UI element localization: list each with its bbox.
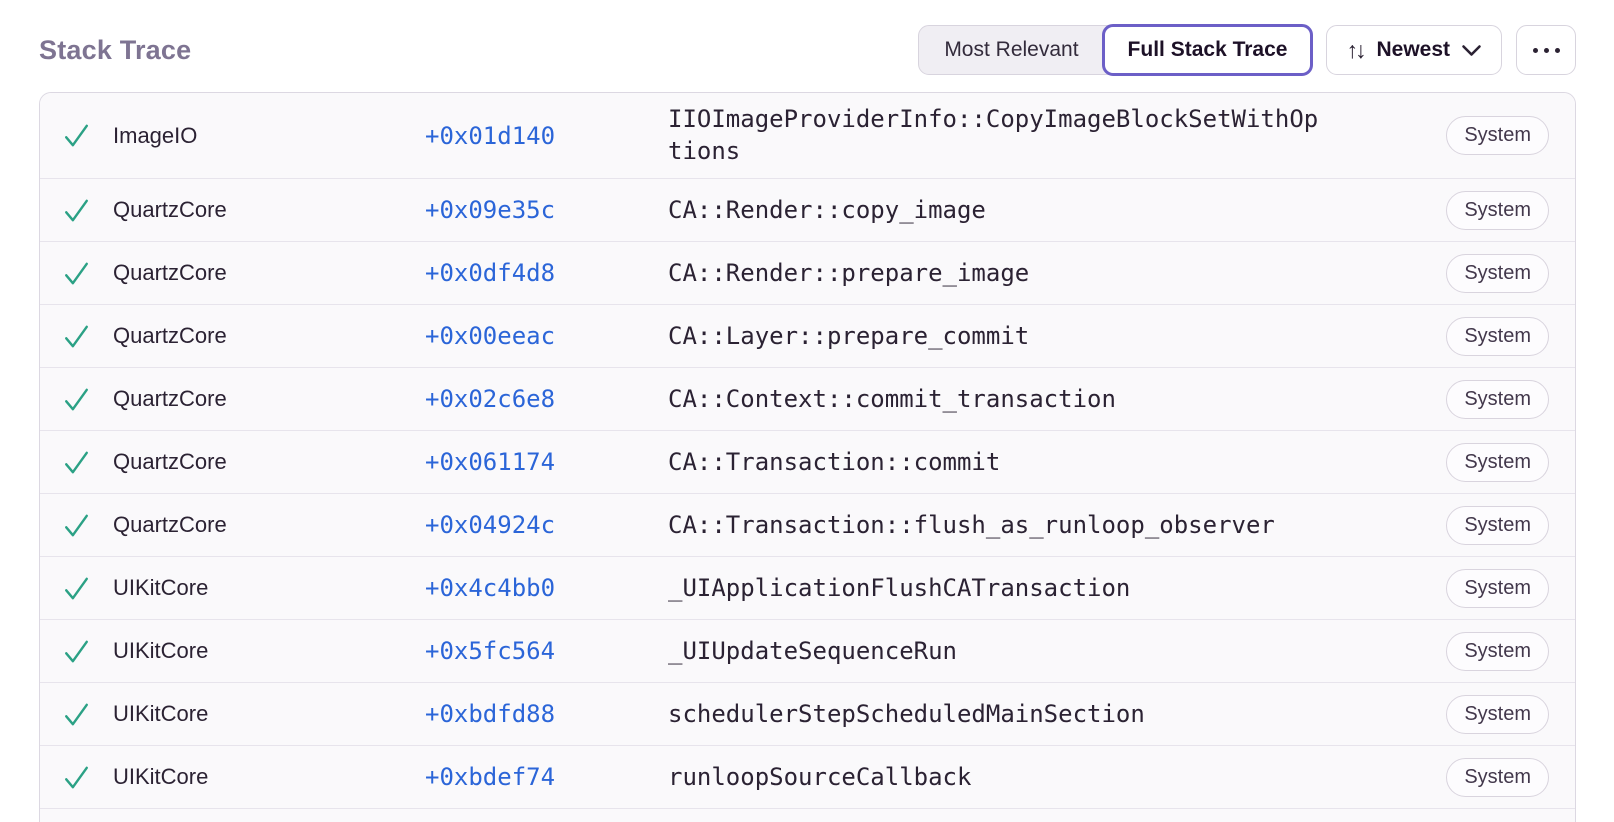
check-icon bbox=[62, 322, 113, 351]
sort-arrows-icon: ↑↓ bbox=[1346, 36, 1366, 63]
frame-address-link[interactable]: +0x00eeac bbox=[425, 322, 556, 351]
check-icon bbox=[62, 763, 113, 792]
stack-frame-row[interactable]: UIKitCore +0xbdfd88 schedulerStepSchedul… bbox=[40, 682, 1575, 746]
ellipsis-icon bbox=[1532, 47, 1538, 53]
check-icon bbox=[62, 574, 113, 603]
frame-function: CA::Transaction::commit bbox=[668, 447, 1001, 476]
next-row-clipped bbox=[40, 808, 1575, 822]
frame-function: CA::Render::copy_image bbox=[668, 195, 986, 224]
frame-address-link[interactable]: +0x09e35c bbox=[425, 196, 556, 225]
stack-frame-row[interactable]: QuartzCore +0x02c6e8 CA::Context::commit… bbox=[40, 367, 1575, 431]
frame-module: UIKitCore bbox=[113, 764, 209, 790]
frame-function: runloopSourceCallback bbox=[668, 762, 972, 791]
frame-badge-cell: System bbox=[1446, 568, 1549, 608]
chevron-down-icon bbox=[1461, 44, 1482, 57]
stack-frame-row[interactable]: QuartzCore +0x00eeac CA::Layer::prepare_… bbox=[40, 304, 1575, 368]
sort-order-label: Newest bbox=[1376, 38, 1450, 61]
frame-badge-cell: System bbox=[1446, 694, 1549, 734]
frame-function: _UIApplicationFlushCATransaction bbox=[668, 573, 1131, 602]
check-icon bbox=[62, 448, 113, 477]
frame-module: ImageIO bbox=[113, 122, 198, 148]
system-badge: System bbox=[1446, 379, 1549, 419]
frame-address-link[interactable]: +0xbdef74 bbox=[425, 763, 556, 792]
frame-address-link[interactable]: +0xbdfd88 bbox=[425, 700, 556, 729]
frame-function: CA::Render::prepare_image bbox=[668, 258, 1030, 287]
more-options-button[interactable] bbox=[1516, 25, 1576, 75]
stack-trace-table: ImageIO +0x01d140 IIOImageProviderInfo::… bbox=[39, 92, 1576, 822]
stack-frame-row[interactable]: QuartzCore +0x09e35c CA::Render::copy_im… bbox=[40, 178, 1575, 242]
system-badge: System bbox=[1446, 757, 1549, 797]
stack-frame-row[interactable]: QuartzCore +0x0df4d8 CA::Render::prepare… bbox=[40, 241, 1575, 305]
frame-address-link[interactable]: +0x4c4bb0 bbox=[425, 574, 556, 603]
check-icon bbox=[62, 700, 113, 729]
frame-function: CA::Layer::prepare_commit bbox=[668, 321, 1030, 350]
check-icon bbox=[62, 196, 113, 225]
frame-module: QuartzCore bbox=[113, 260, 227, 286]
system-badge: System bbox=[1446, 631, 1549, 671]
frame-module: QuartzCore bbox=[113, 323, 227, 349]
frame-module: UIKitCore bbox=[113, 575, 209, 601]
check-icon bbox=[62, 385, 113, 414]
check-icon bbox=[62, 121, 113, 150]
system-badge: System bbox=[1446, 316, 1549, 356]
frame-badge-cell: System bbox=[1446, 631, 1549, 671]
frame-function: CA::Transaction::flush_as_runloop_observ… bbox=[668, 510, 1275, 539]
system-badge: System bbox=[1446, 442, 1549, 482]
stack-frame-row[interactable]: UIKitCore +0xbdef74 runloopSourceCallbac… bbox=[40, 745, 1575, 809]
sort-order-dropdown[interactable]: ↑↓ Newest bbox=[1326, 25, 1502, 75]
frame-module: UIKitCore bbox=[113, 701, 209, 727]
frame-address-link[interactable]: +0x5fc564 bbox=[425, 637, 556, 666]
frame-function: IIOImageProviderInfo::CopyImageBlockSetW… bbox=[668, 105, 1319, 165]
frame-badge-cell: System bbox=[1446, 442, 1549, 482]
page-title: Stack Trace bbox=[39, 34, 192, 65]
frame-function: _UIUpdateSequenceRun bbox=[668, 636, 957, 665]
frame-badge-cell: System bbox=[1446, 757, 1549, 797]
frame-badge-cell: System bbox=[1446, 253, 1549, 293]
frame-module: QuartzCore bbox=[113, 512, 227, 538]
frame-badge-cell: System bbox=[1446, 116, 1549, 156]
stack-trace-toolbar: Stack Trace Most Relevant Full Stack Tra… bbox=[39, 22, 1576, 78]
stack-frame-row[interactable]: ImageIO +0x01d140 IIOImageProviderInfo::… bbox=[40, 93, 1575, 179]
system-badge: System bbox=[1446, 116, 1549, 156]
frame-badge-cell: System bbox=[1446, 379, 1549, 419]
frame-address-link[interactable]: +0x061174 bbox=[425, 448, 556, 477]
full-stack-trace-segment[interactable]: Full Stack Trace bbox=[1101, 24, 1314, 76]
stack-frame-row[interactable]: UIKitCore +0x5fc564 _UIUpdateSequenceRun… bbox=[40, 619, 1575, 683]
stack-frame-row[interactable]: UIKitCore +0x4c4bb0 _UIApplicationFlushC… bbox=[40, 556, 1575, 620]
stack-frame-row[interactable]: QuartzCore +0x061174 CA::Transaction::co… bbox=[40, 430, 1575, 494]
frame-module: QuartzCore bbox=[113, 197, 227, 223]
frame-badge-cell: System bbox=[1446, 190, 1549, 230]
frame-address-link[interactable]: +0x04924c bbox=[425, 511, 556, 540]
frame-badge-cell: System bbox=[1446, 505, 1549, 545]
frame-function: schedulerStepScheduledMainSection bbox=[668, 699, 1145, 728]
system-badge: System bbox=[1446, 190, 1549, 230]
frame-module: UIKitCore bbox=[113, 638, 209, 664]
most-relevant-segment[interactable]: Most Relevant bbox=[919, 26, 1103, 74]
frame-function: CA::Context::commit_transaction bbox=[668, 384, 1116, 413]
frame-address-link[interactable]: +0x01d140 bbox=[425, 121, 556, 150]
stack-frame-row[interactable]: QuartzCore +0x04924c CA::Transaction::fl… bbox=[40, 493, 1575, 557]
system-badge: System bbox=[1446, 253, 1549, 293]
check-icon bbox=[62, 259, 113, 288]
toolbar-controls: Most Relevant Full Stack Trace ↑↓ Newest bbox=[918, 24, 1576, 76]
system-badge: System bbox=[1446, 568, 1549, 608]
system-badge: System bbox=[1446, 505, 1549, 545]
frame-address-link[interactable]: +0x0df4d8 bbox=[425, 259, 556, 288]
frame-module: QuartzCore bbox=[113, 449, 227, 475]
frame-address-link[interactable]: +0x02c6e8 bbox=[425, 385, 556, 414]
check-icon bbox=[62, 637, 113, 666]
frame-module: QuartzCore bbox=[113, 386, 227, 412]
trace-view-segmented-control: Most Relevant Full Stack Trace bbox=[918, 24, 1314, 76]
frame-badge-cell: System bbox=[1446, 316, 1549, 356]
system-badge: System bbox=[1446, 694, 1549, 734]
check-icon bbox=[62, 511, 113, 540]
